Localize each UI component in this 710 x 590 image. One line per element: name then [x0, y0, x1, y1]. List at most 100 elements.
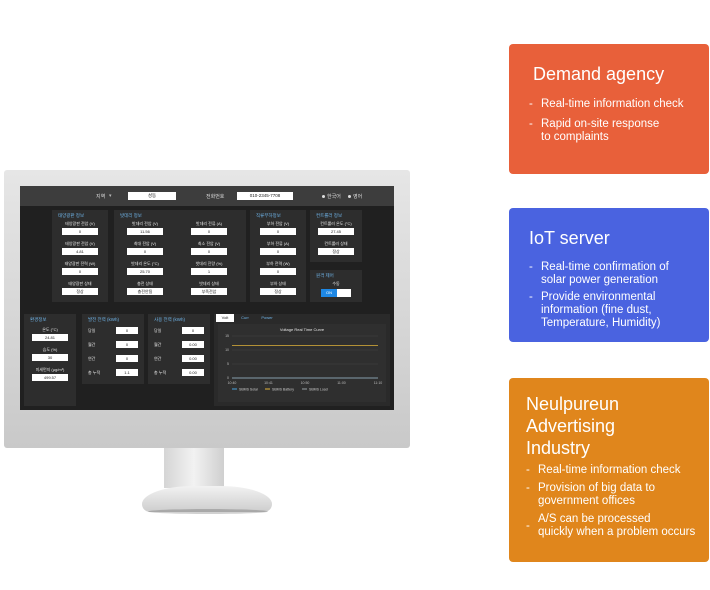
- cell-value: 부족전압: [191, 288, 227, 295]
- list-item: -Provision of big data to government off…: [526, 482, 708, 508]
- toggle-on-label: ON: [321, 289, 337, 297]
- cell-value: 정상: [260, 288, 296, 295]
- y-tick-label: 10: [225, 348, 229, 352]
- controller-cell: 컨트롤러 상태 정상: [313, 241, 359, 255]
- cell-value: 4.81: [62, 248, 98, 255]
- battery-cell: 최소 전압 (V) 0: [186, 241, 232, 255]
- row-value: 0: [116, 355, 138, 362]
- panel-title: 환경정보: [30, 317, 47, 322]
- cell-label: 밧데리 온도 (°C): [131, 261, 159, 266]
- list-item: -Real-time information check: [526, 464, 708, 477]
- dashboard-topbar: 지역 ▾ 성동 전화번호 010-2345-7708 한국어 영어: [20, 186, 394, 206]
- cell-value: 25.70: [127, 268, 163, 275]
- remote-control: 원격 제어 수동 ON: [310, 270, 362, 302]
- cell-value: 0: [260, 228, 296, 235]
- cell-value: 0: [260, 248, 296, 255]
- battery-cell: 충전 상태 충전안됨: [122, 281, 168, 295]
- monitor-stand-base: [142, 486, 272, 512]
- battery-info: 밧데리 정보 밧데리 전압 (V) 11.56 최대 전압 (V) 0 밧데리 …: [114, 210, 246, 302]
- cell-value: 11.56: [127, 228, 163, 235]
- row-label: 연간: [88, 356, 96, 361]
- row-value: 0.00: [182, 355, 204, 362]
- generation-row: 월간 0: [88, 341, 140, 350]
- cell-label: 부하 전류 (A): [266, 241, 290, 246]
- card-title: Neulpureun Advertising Industry: [526, 394, 620, 458]
- dash-icon: -: [529, 261, 533, 273]
- list-item-text: Real-time confirmation of solar power ge…: [541, 261, 669, 286]
- load-cell: 부하 전압 (V) 0: [255, 221, 301, 235]
- cell-label: 온도 (°C): [42, 327, 58, 332]
- cell-value: 30: [32, 354, 68, 361]
- cell-label: 태양광판 전압 (V): [65, 221, 95, 226]
- monitor-stand-shadow: [148, 509, 268, 514]
- panel-title: 직류부하정보: [256, 213, 281, 218]
- phone-field[interactable]: 010-2345-7708: [237, 192, 293, 200]
- card-list: -Real-time information check -Provision …: [526, 464, 708, 539]
- chart-title: Voltage Real Time Curve: [280, 327, 325, 332]
- dashboard-screen: 지역 ▾ 성동 전화번호 010-2345-7708 한국어 영어 태양광판 정…: [20, 186, 394, 410]
- list-item: -Provide environmental information (fine…: [529, 291, 707, 330]
- phone-label: 전화번호: [206, 194, 225, 200]
- x-tick-label: 11:10: [374, 381, 383, 385]
- controller-cell: 컨트롤러 온도 (°C) 27.45: [313, 221, 359, 235]
- battery-cell: 밧데리 상태 부족전압: [186, 281, 232, 295]
- row-value: 0: [182, 327, 204, 334]
- cell-label: 미세먼지 (µg/m³): [35, 367, 65, 372]
- row-label: 연간: [154, 356, 162, 361]
- card-iot-server: IoT server -Real-time confirmation of so…: [509, 208, 709, 342]
- radio-korean-label: 한국어: [327, 194, 341, 200]
- cell-label: 밧데리 전류 (A): [196, 221, 222, 226]
- list-item-text: Provide environmental information (fine …: [541, 291, 661, 329]
- solar-power-cell: 태양광판 전력 (W) 0: [57, 261, 103, 275]
- usage-row: 총 누적 0.00: [154, 369, 206, 378]
- dash-icon: -: [529, 98, 533, 110]
- list-item: -Real-time confirmation of solar power g…: [529, 261, 707, 287]
- card-title: Demand agency: [533, 64, 665, 84]
- mode-label: 수동: [332, 281, 340, 286]
- cell-label: 충전 상태: [137, 281, 153, 286]
- region-select[interactable]: 성동: [128, 192, 176, 200]
- y-tick-label: 0: [227, 376, 229, 380]
- row-value: 0.00: [182, 369, 204, 376]
- radio-english-label: 영어: [353, 194, 363, 200]
- tab-curr[interactable]: Curr: [241, 315, 249, 320]
- tab-volt[interactable]: Volt: [216, 314, 234, 322]
- monitor-stand-neck: [164, 448, 224, 488]
- list-item: -Rapid on-site response to complaints: [529, 118, 705, 144]
- cell-label: 최소 전압 (V): [197, 241, 221, 246]
- x-tick-label: 10:50: [301, 381, 310, 385]
- usage-row: 당일 0: [154, 327, 206, 336]
- card-title: IoT server: [529, 228, 610, 248]
- list-item: -A/S can be processed quickly when a pro…: [526, 513, 708, 539]
- panel-title: 발전 전력 (kWh): [88, 317, 120, 322]
- cell-value: 0: [127, 248, 163, 255]
- generation-row: 당일 0: [88, 327, 140, 336]
- radio-english[interactable]: 영어: [348, 193, 362, 200]
- usage-row: 연간 0.00: [154, 355, 206, 364]
- generation-row: 연간 0: [88, 355, 140, 364]
- cell-value: 정상: [318, 248, 354, 255]
- row-label: 당일: [88, 328, 96, 333]
- solar-voltage-cell: 태양광판 전압 (V) 0: [57, 221, 103, 235]
- tab-power[interactable]: Power: [261, 315, 273, 320]
- panel-title: 태양광판 정보: [58, 213, 85, 218]
- cell-value: 충전안됨: [127, 288, 163, 295]
- legend-label: SBMS Battery: [272, 387, 294, 391]
- panel-title: 밧데리 정보: [120, 213, 142, 218]
- dc-load-info: 직류부하정보 부하 전압 (V) 0 부하 전류 (A) 0 부하 전력 (W)…: [250, 210, 306, 302]
- row-label: 총 누적: [154, 370, 167, 375]
- cell-label: 최대 전압 (V): [133, 241, 157, 246]
- cell-value: 499.57: [32, 374, 68, 381]
- cell-label: 태양광판 전력 (W): [64, 261, 96, 266]
- card-advertising-industry: Neulpureun Advertising Industry -Real-ti…: [509, 378, 709, 562]
- cell-label: 부하 전력 (W): [266, 261, 290, 266]
- monitor: 지역 ▾ 성동 전화번호 010-2345-7708 한국어 영어 태양광판 정…: [4, 170, 410, 448]
- generation-power: 발전 전력 (kWh) 당일 0 월간 0 연간 0 총 누적 1.1: [82, 314, 144, 384]
- cell-value: 0: [62, 268, 98, 275]
- power-toggle[interactable]: ON: [321, 289, 351, 297]
- chart-panel: Volt Curr Power Voltage Real Time Curve 0…: [214, 314, 390, 406]
- x-tick-label: 10:40: [228, 381, 237, 385]
- x-tick-label: 11:00: [337, 381, 346, 385]
- radio-korean[interactable]: 한국어: [322, 193, 341, 200]
